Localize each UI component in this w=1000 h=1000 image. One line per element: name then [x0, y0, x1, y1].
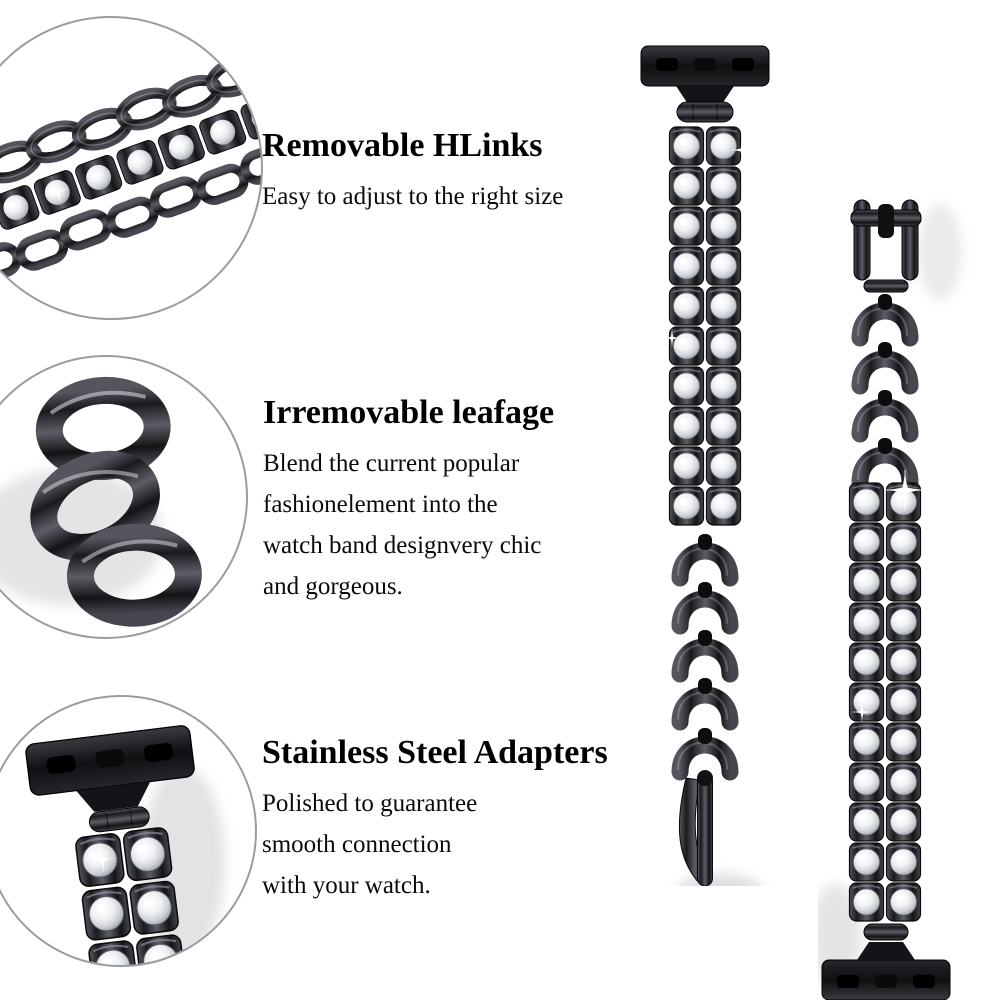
hinge: [863, 279, 909, 293]
rhinestone-chain-closeup-art: [0, 18, 261, 320]
rhinestone-section: [848, 482, 922, 922]
closeup-circle-leafage: [0, 355, 248, 639]
chain-section: [678, 534, 730, 722]
hinge: [863, 923, 909, 941]
clasp: [850, 199, 922, 281]
hinge: [676, 101, 734, 123]
watch-band-adapter-bottom: [818, 199, 962, 1000]
clasp: [678, 728, 730, 886]
stone-row: [73, 825, 174, 889]
feature-title: Removable HLinks: [262, 127, 543, 164]
closeup-circle-removable-links: [0, 16, 263, 320]
rhinestone-section: [668, 126, 742, 526]
feature-line: smooth connection: [262, 831, 452, 859]
feature-title: Irremovable leafage: [263, 394, 555, 431]
watch-band-adapter-top: [640, 45, 770, 886]
adapter: [640, 45, 770, 105]
feature-line: Polished to guarantee: [262, 790, 478, 818]
closeup-circle-adapters: [0, 695, 257, 967]
callout-irremovable-leafage: Irremovable leafage Blend the current po…: [263, 393, 554, 607]
feature-line: watch band designvery chic: [263, 532, 542, 560]
callout-removable-links: Removable HLinks Easy to adjust to the r…: [262, 126, 563, 217]
shadow: [918, 204, 962, 300]
feature-line: Easy to adjust to the right size: [262, 183, 564, 211]
adapter-closeup-art: [24, 724, 225, 965]
feature-line: and gorgeous.: [263, 573, 403, 601]
hinge: [88, 806, 150, 833]
curb-chain-closeup-art: [0, 376, 202, 627]
feature-title: Stainless Steel Adapters: [262, 734, 608, 771]
large-curb-links: [30, 376, 202, 627]
callout-stainless-adapters: Stainless Steel Adapters Polished to gua…: [262, 733, 608, 906]
shadow: [679, 874, 761, 886]
feature-line: Blend the current popular: [263, 450, 520, 478]
feature-line: with your watch.: [262, 872, 431, 900]
chain-section: [858, 294, 910, 482]
stone-row: [80, 879, 181, 942]
feature-line: fashionelement into the: [263, 491, 498, 519]
